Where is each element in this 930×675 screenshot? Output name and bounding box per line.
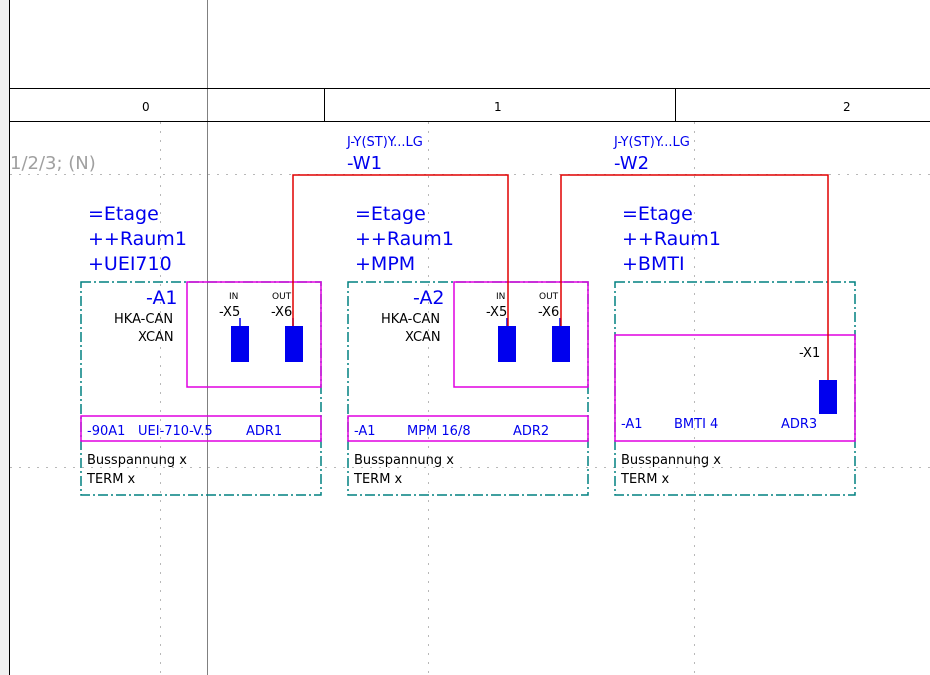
- property-box-a1[interactable]: [80, 415, 322, 442]
- device-description: HKA-CAN: [381, 312, 441, 327]
- terminal-a2-x6[interactable]: [552, 326, 570, 362]
- bus-voltage: Busspannung x: [354, 453, 454, 468]
- device-frame-a1[interactable]: [80, 281, 322, 496]
- column-number: 1: [494, 100, 502, 114]
- mounting-designation: +UEI710: [88, 253, 172, 275]
- device-ref: -A1: [621, 417, 643, 432]
- function-designation: =Etage: [622, 203, 693, 225]
- terminal-a1-x5[interactable]: [231, 326, 249, 362]
- device-description: XCAN: [138, 330, 174, 345]
- bus-voltage: Busspannung x: [621, 453, 721, 468]
- termination: TERM x: [87, 472, 136, 487]
- device-tag[interactable]: -A2: [413, 287, 445, 309]
- port-direction: OUT: [272, 292, 292, 302]
- device-tag[interactable]: -A1: [146, 287, 178, 309]
- potential-label: 1/2/3; (N): [10, 153, 96, 174]
- location-designation: ++Raum1: [622, 228, 721, 250]
- device-frame-a2[interactable]: [347, 281, 589, 496]
- termination: TERM x: [621, 472, 670, 487]
- device-address: ADR3: [781, 417, 818, 432]
- wire-w2[interactable]: [560, 174, 829, 380]
- mounting-designation: +BMTI: [622, 253, 685, 275]
- port-pin: -X5: [219, 305, 241, 320]
- cable-name-label[interactable]: -W1: [347, 153, 383, 174]
- wire-w1[interactable]: [292, 174, 509, 326]
- cable-type-label: J-Y(ST)Y...LG: [347, 135, 423, 150]
- termination: TERM x: [354, 472, 403, 487]
- connector-box-a2[interactable]: [453, 281, 589, 388]
- terminal-a2-x5[interactable]: [498, 326, 516, 362]
- device-description: XCAN: [405, 330, 441, 345]
- property-box-a2[interactable]: [347, 415, 589, 442]
- port-pin: -X1: [799, 346, 821, 361]
- port-direction: OUT: [539, 292, 559, 302]
- terminal-bmti-x1[interactable]: [819, 380, 837, 414]
- terminal-a1-x6[interactable]: [285, 326, 303, 362]
- function-designation: =Etage: [355, 203, 426, 225]
- port-pin: -X5: [486, 305, 508, 320]
- column-number: 0: [142, 100, 150, 114]
- device-ref: -90A1: [87, 424, 126, 439]
- cable-type-label: J-Y(ST)Y...LG: [614, 135, 690, 150]
- device-ref: -A1: [354, 424, 376, 439]
- device-type: MPM 16/8: [407, 424, 471, 439]
- connector-box-a1[interactable]: [186, 281, 322, 388]
- location-designation: ++Raum1: [88, 228, 187, 250]
- device-address: ADR2: [513, 424, 550, 439]
- left-border-strip: [0, 0, 9, 675]
- column-number: 2: [843, 100, 851, 114]
- cable-name-label[interactable]: -W2: [614, 153, 650, 174]
- device-description: HKA-CAN: [114, 312, 174, 327]
- port-direction: IN: [229, 292, 239, 302]
- device-address: ADR1: [246, 424, 283, 439]
- device-type: BMTI 4: [674, 417, 719, 432]
- device-type: UEI-710-V.5: [138, 424, 213, 439]
- bus-voltage: Busspannung x: [87, 453, 187, 468]
- port-pin: -X6: [538, 305, 560, 320]
- port-direction: IN: [496, 292, 506, 302]
- function-designation: =Etage: [88, 203, 159, 225]
- mounting-designation: +MPM: [355, 253, 416, 275]
- connector-box-bmti[interactable]: [614, 334, 856, 442]
- location-designation: ++Raum1: [355, 228, 454, 250]
- port-pin: -X6: [271, 305, 293, 320]
